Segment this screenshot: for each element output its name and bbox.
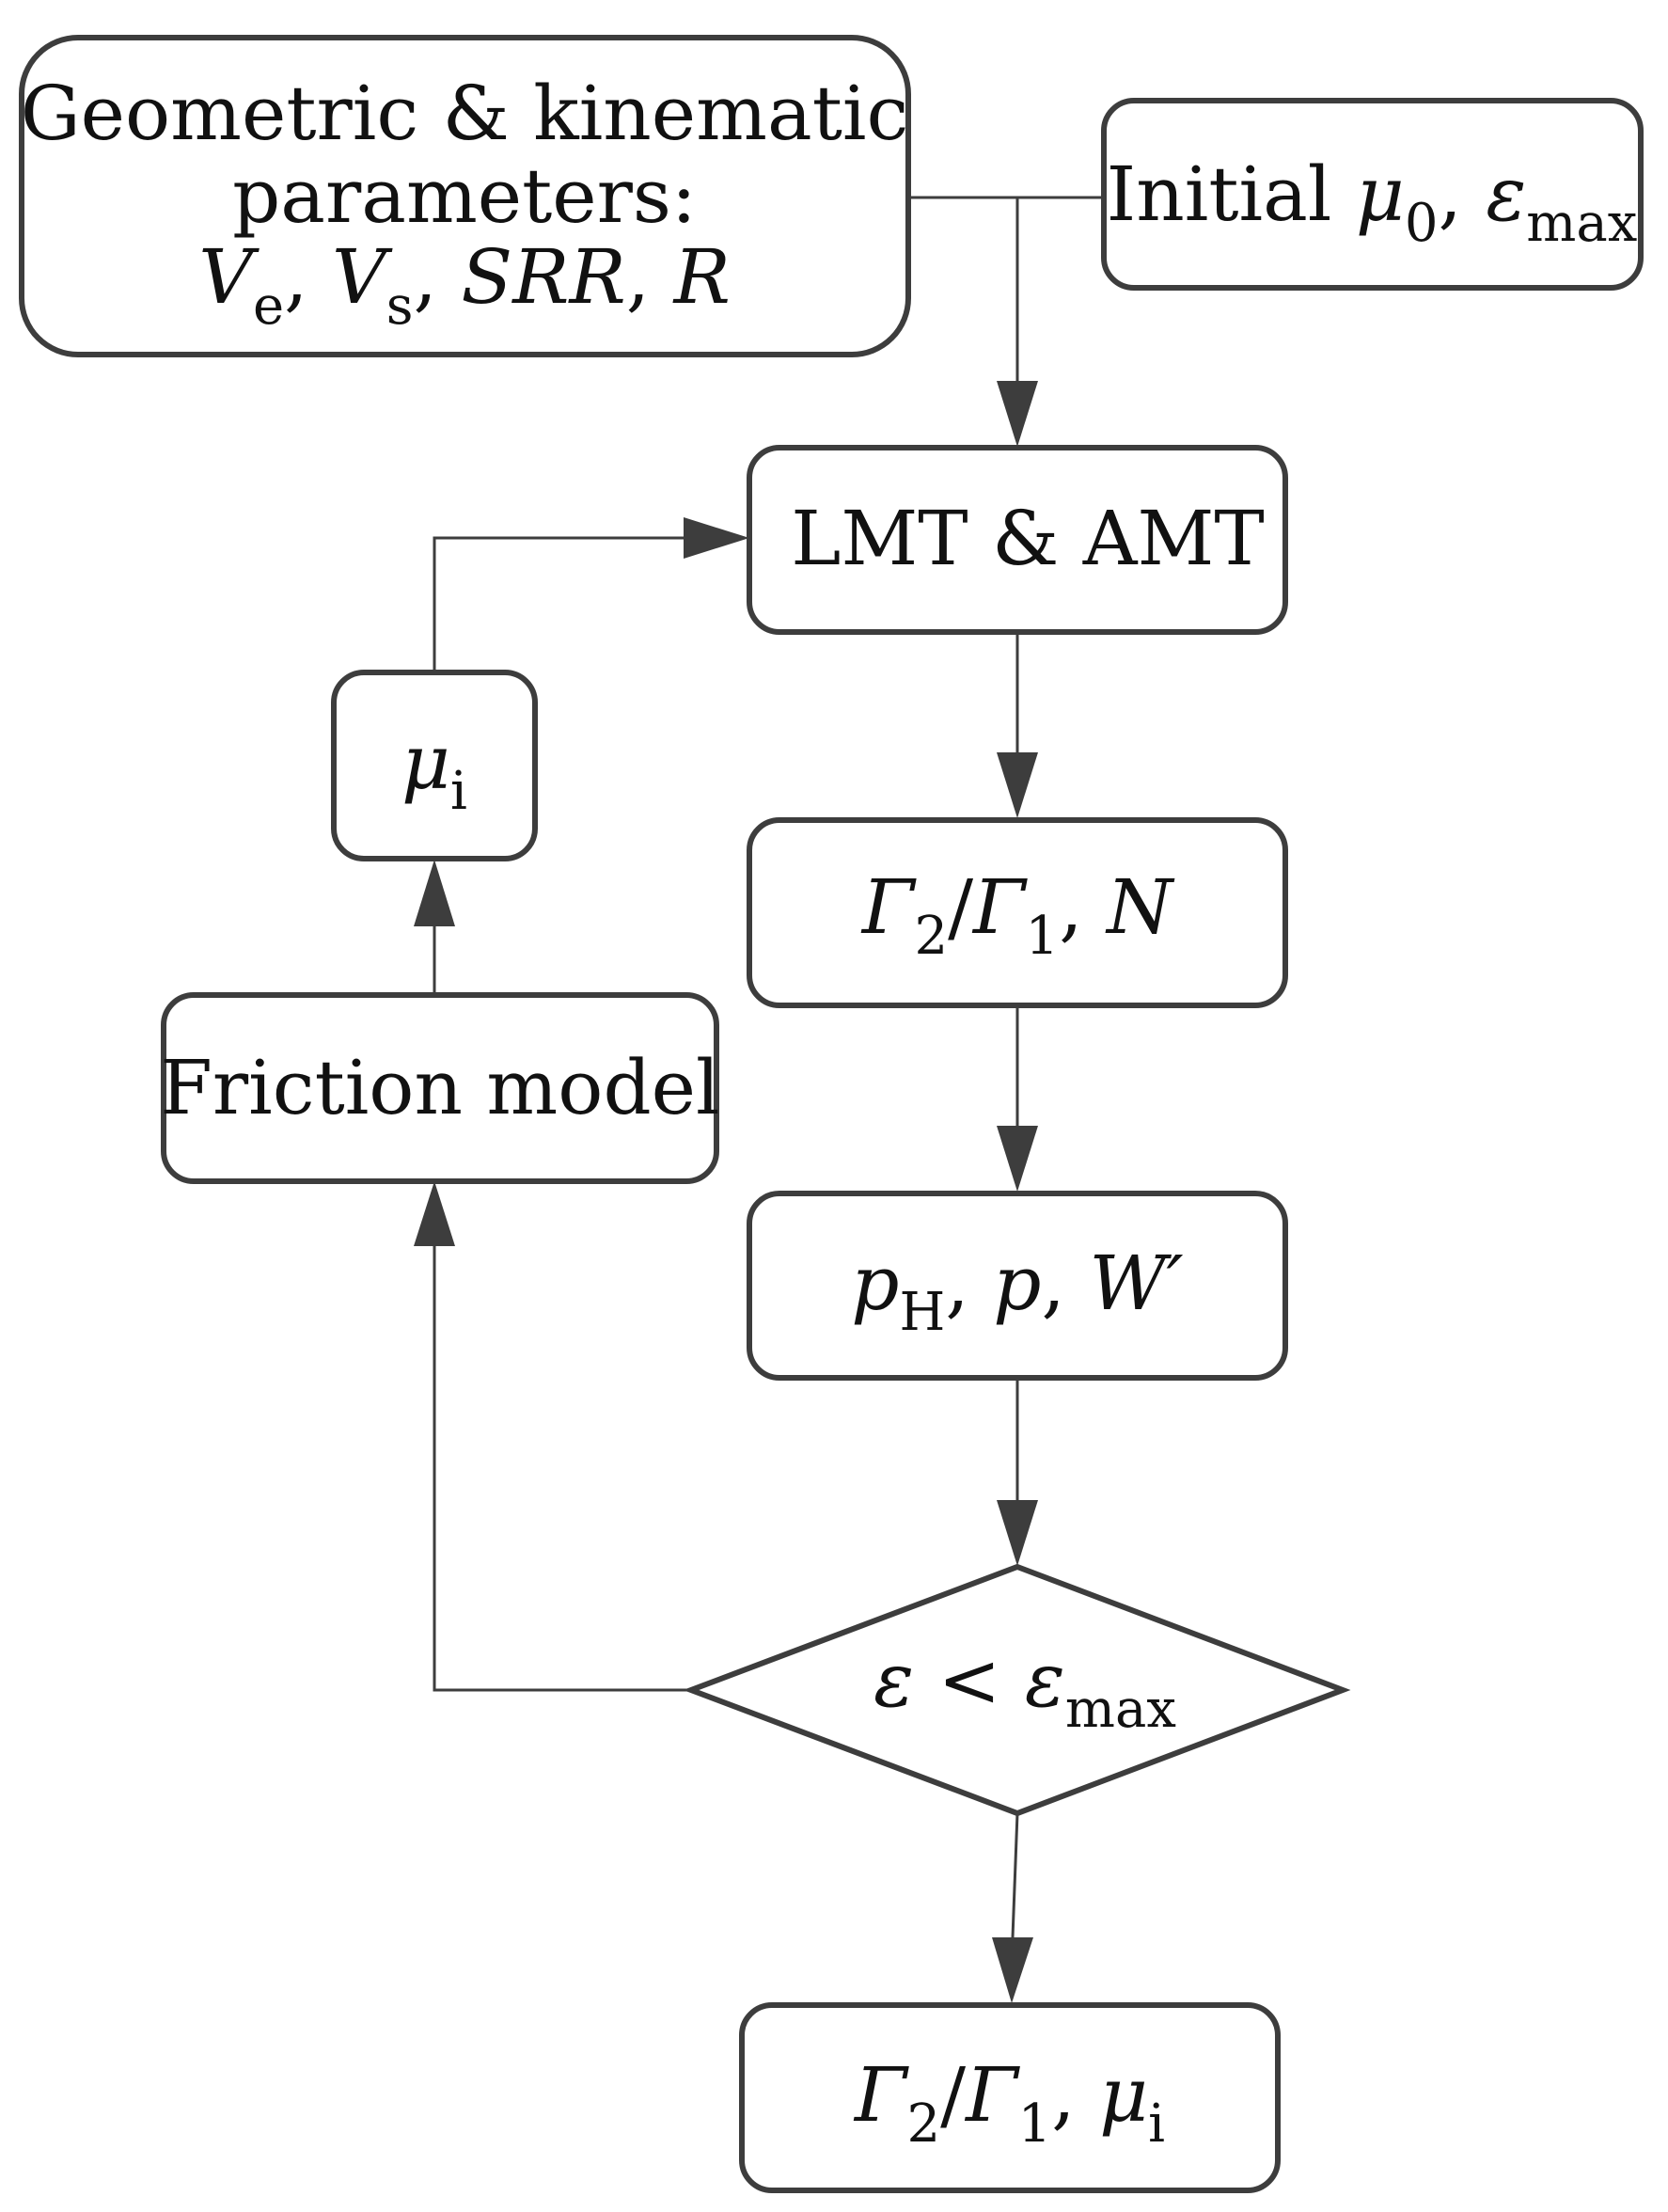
connectors <box>414 196 1107 2003</box>
node-friction-model: Friction model <box>160 992 720 1184</box>
edge-decision-to-friction <box>433 1246 691 1692</box>
geometric-line2: parameters: <box>232 152 697 240</box>
gamma-ratio-n-label: Γ2/Γ1, N <box>860 863 1175 967</box>
arrowhead-gamma <box>997 752 1038 818</box>
convergence-check-label: ε < εmax <box>873 1636 1176 1740</box>
arrowhead-lmt-left <box>684 517 749 559</box>
node-gamma-ratio-n: Γ2/Γ1, N <box>747 817 1288 1008</box>
arrowhead-friction <box>414 1181 455 1246</box>
geometric-line1: Geometric & kinematic <box>21 70 909 157</box>
node-lmt-amt: LMT & AMT <box>747 445 1288 635</box>
geometric-line3: Ve, Vs, SRR, R <box>198 233 731 337</box>
friction-model-label: Friction model <box>160 1044 719 1131</box>
arrowhead-lmt-top <box>997 381 1038 447</box>
arrowhead-decision <box>997 1500 1038 1566</box>
arrowhead-pressure <box>997 1126 1038 1192</box>
edge-mu-to-lmt <box>433 536 684 672</box>
arrowhead-mu <box>414 860 455 926</box>
node-pressure-load: pH, p, W′ <box>747 1191 1288 1381</box>
mu-i-label: μi <box>401 719 467 822</box>
arrowhead-output <box>992 1937 1033 2003</box>
lmt-amt-label: LMT & AMT <box>791 495 1265 582</box>
node-geometric-parameters: Geometric & kinematic parameters: Ve, Vs… <box>19 35 911 357</box>
node-convergence-check: ε < εmax <box>683 1563 1351 1817</box>
node-initial-values: Initial μ0, εmax <box>1101 98 1644 291</box>
node-output: Γ2/Γ1, μi <box>739 2002 1281 2193</box>
initial-label: Initial μ0, εmax <box>1107 150 1638 254</box>
pressure-load-label: pH, p, W′ <box>851 1240 1183 1343</box>
edge-decision-to-output <box>1011 1812 1019 1938</box>
node-mu-i: μi <box>331 670 538 861</box>
output-label: Γ2/Γ1, μi <box>853 2051 1165 2155</box>
